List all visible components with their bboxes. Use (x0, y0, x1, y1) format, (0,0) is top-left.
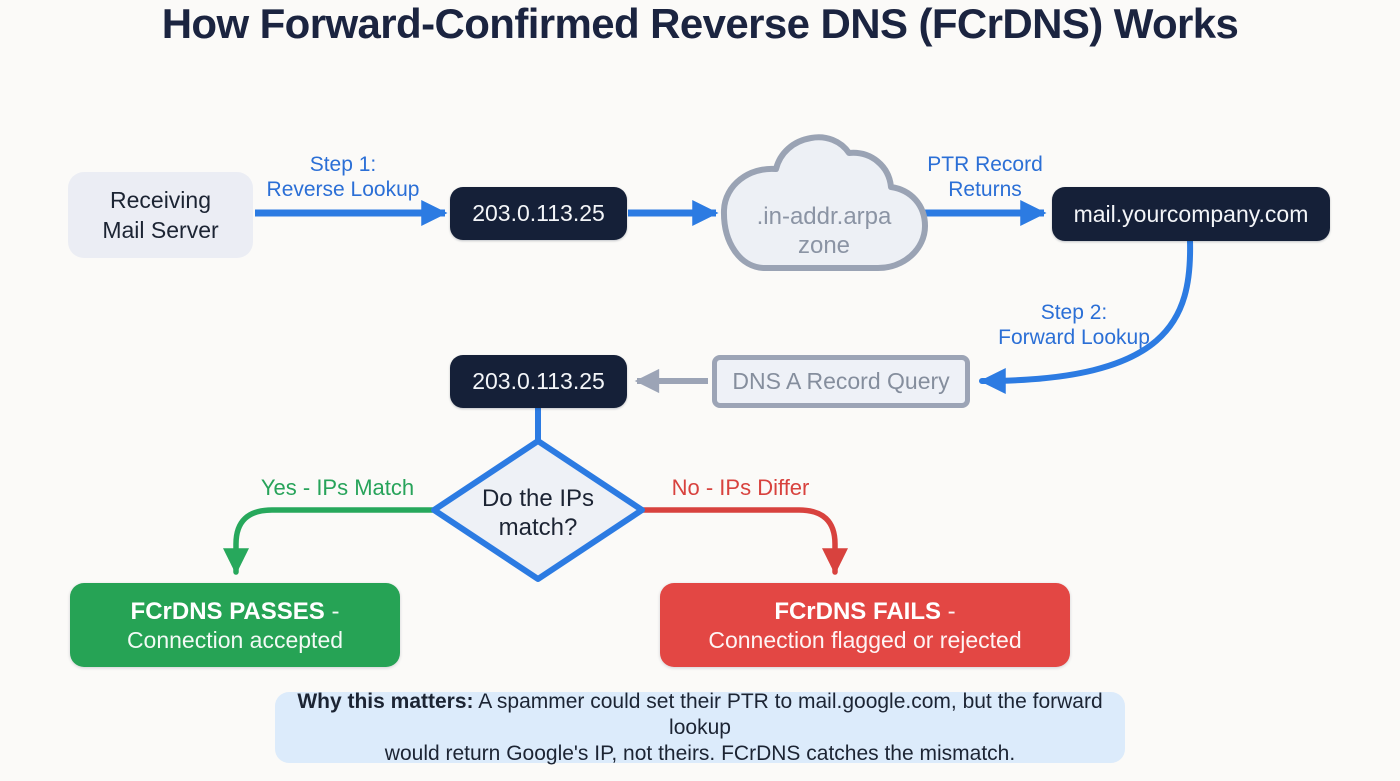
step1-line1: Step 1: (309, 153, 377, 176)
dns-zone-label: .in-addr.arpa zone (748, 200, 900, 262)
receiving-line2: Mail Server (102, 217, 219, 243)
yes-branch-label: Yes - IPs Match (260, 475, 415, 500)
forward-ip-text: 203.0.113.25 (472, 368, 605, 394)
reverse-ip-text: 203.0.113.25 (472, 200, 605, 226)
ptr-line2: Returns (948, 178, 1022, 201)
page-title: How Forward-Confirmed Reverse DNS (FCrDN… (161, 0, 1239, 47)
note-lead: Why this matters: (297, 689, 474, 713)
step2-line2: Forward Lookup (998, 326, 1150, 349)
no-branch-label: No - IPs Differ (671, 475, 810, 500)
ptr-line1: PTR Record (927, 153, 1043, 176)
pass-outcome-subtitle: Connection accepted (126, 626, 344, 653)
yes-branch-arrow (223, 507, 437, 575)
note-line2: would return Google's IP, not theirs. FC… (384, 741, 1016, 765)
cloud-line2: zone (797, 232, 851, 259)
step2-line1: Step 2: (1040, 301, 1108, 324)
decision-line2: match? (498, 514, 578, 541)
dns-a-record-query-text: DNS A Record Query (732, 368, 950, 394)
note-line1: Why this matters: A spammer could set th… (275, 689, 1125, 741)
step2-label: Step 2: Forward Lookup (984, 300, 1164, 350)
pass-outcome-box: FCrDNS PASSES - Connection accepted (70, 583, 400, 667)
pass-title-text: FCrDNS PASSES (130, 597, 325, 625)
pass-title-dash: - (324, 597, 340, 625)
dns-zone-cloud (720, 134, 928, 271)
ptr-record-label: PTR Record Returns (905, 152, 1065, 202)
no-branch-arrow (639, 507, 848, 575)
receiving-line1: Receiving (110, 187, 211, 213)
dns-a-record-query-node: DNS A Record Query (712, 355, 970, 408)
why-this-matters-note: Why this matters: A spammer could set th… (275, 689, 1125, 765)
decision-diamond (431, 438, 645, 582)
forward-ip-node: 203.0.113.25 (450, 355, 627, 408)
fail-title-text: FCrDNS FAILS (774, 597, 941, 625)
cloud-line1: .in-addr.arpa (756, 203, 892, 230)
step1-label: Step 1: Reverse Lookup (253, 152, 433, 202)
note-line1-rest: A spammer could set their PTR to mail.go… (473, 689, 1103, 739)
step2-curve-arrow (979, 238, 1194, 394)
mail-hostname-text: mail.yourcompany.com (1073, 200, 1309, 227)
mail-hostname-node: mail.yourcompany.com (1052, 187, 1330, 241)
step1-line2: Reverse Lookup (266, 178, 420, 201)
decision-label: Do the IPs match? (453, 484, 623, 542)
fail-title-dash: - (941, 597, 956, 625)
fail-outcome-box: FCrDNS FAILS - Connection flagged or rej… (660, 583, 1070, 667)
decision-line1: Do the IPs (481, 485, 595, 512)
fail-outcome-title: FCrDNS FAILS - (774, 597, 955, 626)
fail-outcome-subtitle: Connection flagged or rejected (708, 626, 1022, 653)
pass-outcome-title: FCrDNS PASSES - (131, 597, 340, 626)
receiving-mail-server-node: Receiving Mail Server (68, 172, 253, 258)
reverse-ip-node: 203.0.113.25 (450, 187, 627, 240)
